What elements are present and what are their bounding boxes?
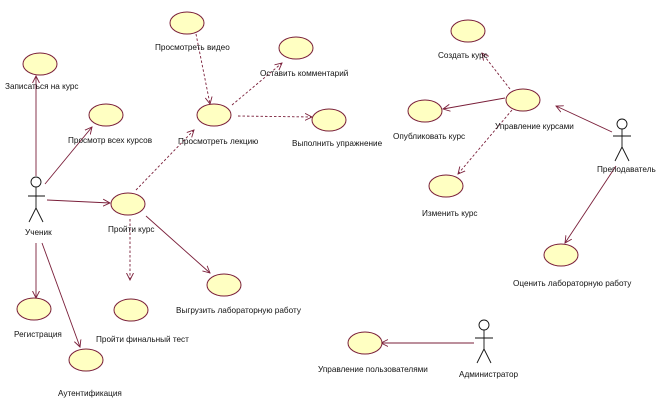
dep-view-lecture-do-exercise [237, 116, 312, 117]
actor-teacher-label: Преподаватель [597, 165, 656, 174]
usecase-enroll-label: Записаться на курс [5, 82, 78, 91]
actor-admin-label: Администратор [459, 370, 519, 379]
assoc-manage-courses-publish [443, 97, 506, 109]
usecase-authentication-label: Аутентификация [58, 389, 122, 398]
usecase-registration[interactable]: Регистрация [14, 297, 62, 339]
actor-teacher[interactable]: Преподаватель [597, 118, 656, 174]
usecase-final-test[interactable]: Пройти финальный тест [96, 298, 189, 344]
usecase-grade-lab[interactable]: Оценить лабораторную работу [513, 243, 632, 288]
actor-student[interactable]: Ученик [25, 176, 52, 237]
usecase-create-course[interactable]: Создать курс [438, 19, 488, 60]
dep-take-course-view-lecture [135, 130, 194, 191]
connections [36, 33, 617, 347]
actor-admin[interactable]: Администратор [459, 319, 519, 379]
dep-view-lecture-leave-comment [231, 63, 282, 106]
usecase-view-lecture-label: Просмотреть лекцию [178, 137, 258, 146]
usecase-create-course-label: Создать курс [438, 51, 488, 60]
usecase-manage-courses-label: Управление курсами [495, 122, 574, 131]
usecase-publish-course[interactable]: Опубликовать курс [393, 99, 465, 141]
actor-student-label: Ученик [25, 228, 52, 237]
usecase-take-course[interactable]: Пройти курс [108, 192, 155, 234]
usecase-publish-course-label: Опубликовать курс [393, 132, 465, 141]
dep-watch-video-view-lecture [195, 33, 210, 104]
dep-manage-courses-edit [458, 109, 513, 174]
usecase-view-lecture[interactable]: Просмотреть лекцию [178, 103, 258, 146]
usecase-view-courses-label: Просмотр всех курсов [68, 136, 152, 145]
usecase-leave-comment[interactable]: Оставить комментарий [260, 36, 348, 78]
assoc-teacher-manage-courses [556, 106, 613, 133]
assoc-take-course-upload-lab [145, 215, 210, 273]
usecase-final-test-label: Пройти финальный тест [96, 335, 189, 344]
usecase-edit-course-label: Изменить курс [422, 209, 478, 218]
usecase-view-courses[interactable]: Просмотр всех курсов [68, 103, 152, 145]
usecase-take-course-label: Пройти курс [108, 225, 155, 234]
assoc-student-take-course [46, 200, 110, 203]
dep-manage-courses-create [482, 53, 511, 90]
usecase-enroll[interactable]: Записаться на курс [5, 52, 78, 91]
usecase-upload-lab[interactable]: Выгрузить лабораторную работу [176, 273, 302, 315]
usecase-leave-comment-label: Оставить комментарий [260, 69, 348, 78]
usecase-watch-video-label: Просмотреть видео [155, 43, 230, 52]
usecase-do-exercise-label: Выполнить упражнение [292, 139, 383, 148]
usecase-grade-lab-label: Оценить лабораторную работу [513, 279, 632, 288]
usecase-do-exercise[interactable]: Выполнить упражнение [292, 108, 383, 148]
assoc-student-authentication [41, 242, 80, 347]
usecase-manage-users-label: Управление пользователями [318, 365, 428, 374]
usecase-watch-video[interactable]: Просмотреть видео [155, 11, 230, 52]
usecase-registration-label: Регистрация [14, 330, 62, 339]
usecase-manage-users[interactable]: Управление пользователями [318, 331, 428, 374]
usecase-edit-course[interactable]: Изменить курс [422, 174, 478, 218]
usecase-manage-courses[interactable]: Управление курсами [495, 88, 574, 131]
assoc-student-view-courses [44, 127, 92, 185]
assoc-teacher-grade-lab [565, 165, 617, 243]
usecase-authentication[interactable]: Аутентификация [58, 348, 122, 398]
usecase-upload-lab-label: Выгрузить лабораторную работу [176, 306, 302, 315]
